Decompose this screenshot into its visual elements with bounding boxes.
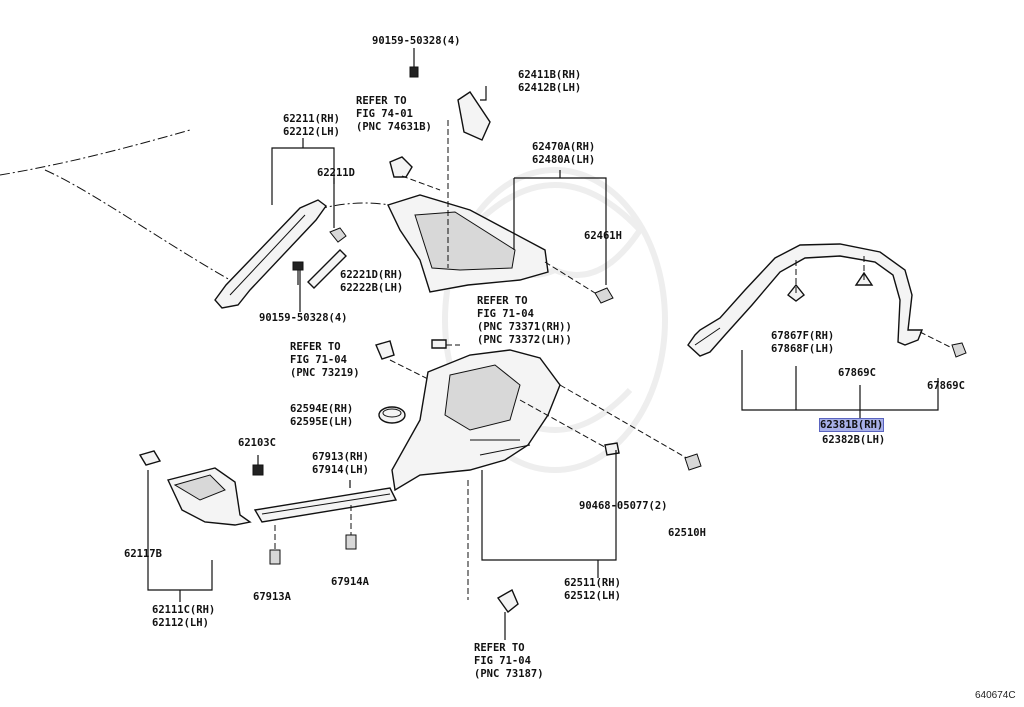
refer-73187-line1: REFER TO xyxy=(474,642,525,654)
diagram-code: 640674C xyxy=(975,690,1016,701)
clip-62510h[interactable] xyxy=(684,453,702,471)
refer-74631b-line2: FIG 74-01 xyxy=(356,108,413,120)
refer-73219-line2: FIG 71-04 xyxy=(290,354,347,366)
clip-62211d[interactable] xyxy=(329,227,347,243)
clip-67913a[interactable] xyxy=(269,549,281,565)
label-62117b[interactable]: 62117B xyxy=(124,548,162,560)
clip-73219[interactable] xyxy=(375,340,395,360)
label-67914a[interactable]: 67914A xyxy=(331,576,369,588)
label-67868f[interactable]: 67868F(LH) xyxy=(771,343,835,355)
label-62411b[interactable]: 62411B(RH) xyxy=(518,69,582,81)
label-62595e[interactable]: 62595E(LH) xyxy=(290,416,354,428)
clip-67869c-b[interactable] xyxy=(951,342,967,358)
label-62412b[interactable]: 62412B(LH) xyxy=(518,82,582,94)
refer-73187-line2: FIG 71-04 xyxy=(474,655,531,667)
label-67913[interactable]: 67913(RH) xyxy=(312,451,369,463)
bolt-90159-lower[interactable] xyxy=(292,261,304,285)
front-pillar-garnish-shape[interactable] xyxy=(214,199,327,309)
grommet-74631b[interactable] xyxy=(389,156,413,178)
refer-73371-line2: FIG 71-04 xyxy=(477,308,534,320)
refer-73371-line1: REFER TO xyxy=(477,295,528,307)
refer-74631b-line1: REFER TO xyxy=(356,95,407,107)
refer-73371-line3[interactable]: (PNC 73371(RH)) xyxy=(477,321,572,333)
grommet-62594e[interactable] xyxy=(378,406,406,424)
label-90468[interactable]: 90468-05077(2) xyxy=(579,500,668,512)
label-62594e[interactable]: 62594E(RH) xyxy=(290,403,354,415)
label-62511[interactable]: 62511(RH) xyxy=(564,577,621,589)
refer-73371-line4[interactable]: (PNC 73372(LH)) xyxy=(477,334,572,346)
clip-62117b[interactable] xyxy=(138,450,162,466)
label-67869c-a[interactable]: 67869C xyxy=(838,367,876,379)
roof-side-garnish-62381b[interactable] xyxy=(687,243,924,357)
scuff-plate-67913[interactable] xyxy=(253,487,398,523)
refer-73187-line3[interactable]: (PNC 73187) xyxy=(474,668,544,680)
label-62382b[interactable]: 62382B(LH) xyxy=(822,434,886,446)
label-62112[interactable]: 62112(LH) xyxy=(152,617,209,629)
bolt-62103c[interactable] xyxy=(252,455,264,476)
label-67913a[interactable]: 67913A xyxy=(253,591,291,603)
label-90159-upper[interactable]: 90159-50328(4) xyxy=(372,35,461,47)
clip-90468[interactable] xyxy=(604,442,620,456)
label-62470a[interactable]: 62470A(RH) xyxy=(532,141,596,153)
label-62103c[interactable]: 62103C xyxy=(238,437,276,449)
retainer-62411b[interactable] xyxy=(457,91,491,141)
clip-67914a[interactable] xyxy=(345,534,357,550)
label-62461h[interactable]: 62461H xyxy=(584,230,622,242)
label-62381b-highlighted[interactable]: 62381B(RH) xyxy=(818,418,885,432)
bolt-90159-upper[interactable] xyxy=(409,48,419,78)
label-90159-lower[interactable]: 90159-50328(4) xyxy=(259,312,348,324)
label-62222b[interactable]: 62222B(LH) xyxy=(340,282,404,294)
label-62211-rh[interactable]: 62211(RH) xyxy=(283,113,340,125)
roof-outline xyxy=(0,129,191,176)
label-62212-lh[interactable]: 62212(LH) xyxy=(283,126,340,138)
label-62512[interactable]: 62512(LH) xyxy=(564,590,621,602)
label-62480a[interactable]: 62480A(LH) xyxy=(532,154,596,166)
refer-74631b-line3[interactable]: (PNC 74631B) xyxy=(356,121,432,133)
roof-outline-lower xyxy=(44,169,231,281)
label-62111c[interactable]: 62111C(RH) xyxy=(152,604,216,616)
label-67914[interactable]: 67914(LH) xyxy=(312,464,369,476)
refer-73219-line1: REFER TO xyxy=(290,341,341,353)
label-62221d[interactable]: 62221D(RH) xyxy=(340,269,404,281)
clip-62461h[interactable] xyxy=(594,287,614,304)
strip-62221d[interactable] xyxy=(307,249,347,289)
label-67867f[interactable]: 67867F(RH) xyxy=(771,330,835,342)
clip-73371[interactable] xyxy=(431,339,447,349)
label-62211d[interactable]: 62211D xyxy=(317,167,355,179)
label-67869c-b[interactable]: 67869C xyxy=(927,380,965,392)
clip-73187[interactable] xyxy=(496,589,519,614)
label-62510h[interactable]: 62510H xyxy=(668,527,706,539)
refer-73219-line3[interactable]: (PNC 73219) xyxy=(290,367,360,379)
